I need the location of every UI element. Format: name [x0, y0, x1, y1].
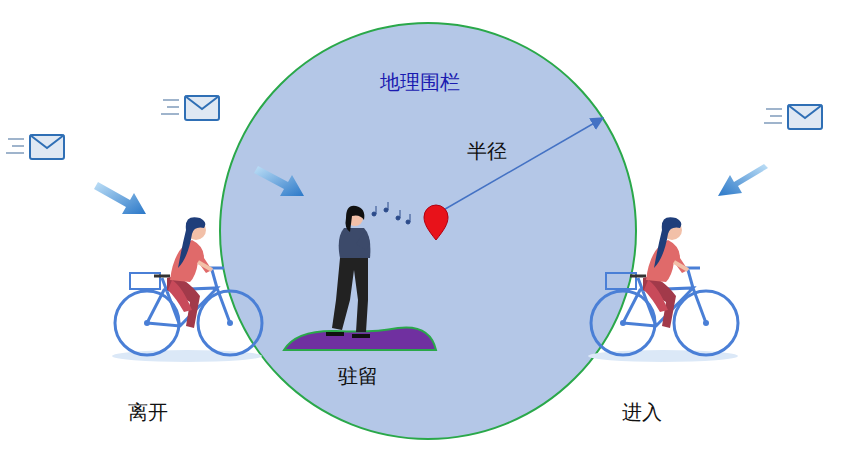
state-label: 驻留: [338, 364, 378, 388]
state-label: 进入: [622, 400, 662, 424]
radius-label: 半径: [467, 139, 507, 163]
region-title: 地理围栏: [380, 70, 460, 94]
state-label: 离开: [128, 400, 168, 424]
geofence-circle: 地理围栏: [219, 22, 637, 440]
